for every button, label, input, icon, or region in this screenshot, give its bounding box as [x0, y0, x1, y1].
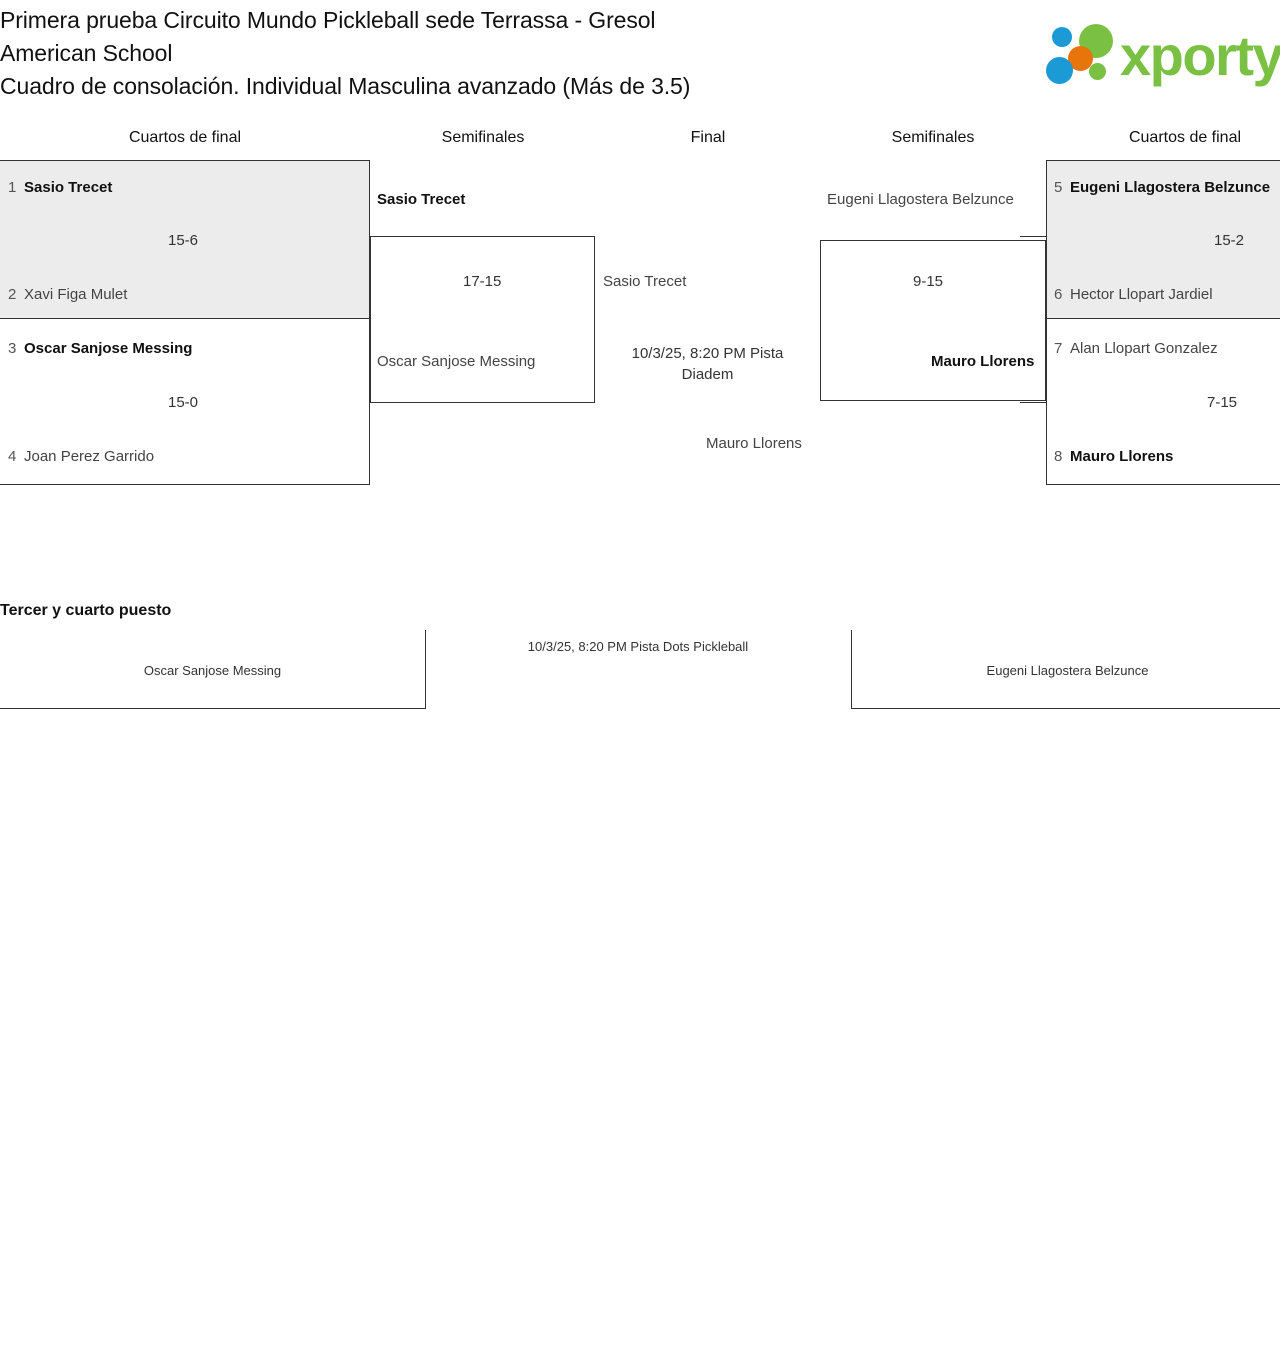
match-score-right-qf-2: 7-15: [1207, 394, 1238, 411]
round-label-final: Final: [690, 129, 726, 146]
seed-number: 3: [8, 340, 17, 357]
player-slot-seed-2: 2 Xavi Figa Mulet: [8, 285, 127, 305]
third-place-meta: 10/3/25, 8:20 PM Pista Dots Pickleball: [527, 639, 749, 654]
title-line-3: Cuadro de consolación. Individual Mascul…: [0, 73, 691, 99]
round-label-right-quarterfinals: Cuartos de final: [1128, 129, 1242, 146]
match-score-right-semifinal: 9-15: [913, 273, 944, 290]
player-slot-seed-6: 6 Hector Llopart Jardiel: [1054, 285, 1213, 305]
final-player-top: Sasio Trecet: [603, 273, 687, 290]
final-meta-line-1: 10/3/25, 8:20 PM Pista: [631, 345, 784, 362]
seed-number: 8: [1054, 448, 1063, 465]
title-line-1: Primera prueba Circuito Mundo Pickleball…: [0, 7, 656, 33]
seed-number: 5: [1054, 179, 1063, 196]
match-score-right-qf-1: 15-2: [1214, 232, 1245, 249]
page-title: Primera prueba Circuito Mundo Pickleball…: [0, 4, 980, 103]
player-name: Joan Perez Garrido: [24, 448, 155, 465]
bracket-canvas: Cuartos de final Semifinales Final Semif…: [0, 129, 1280, 709]
connector-right-qf2-to-sf: [1020, 402, 1047, 403]
match-box-left-qf-2[interactable]: [0, 318, 370, 485]
final-match-meta: 10/3/25, 8:20 PM Pista Diadem: [610, 343, 805, 385]
seed-number: 6: [1054, 286, 1063, 303]
seed-number: 4: [8, 448, 17, 465]
player-name: Sasio Trecet: [24, 179, 113, 196]
xporty-logo[interactable]: xporty: [1044, 20, 1280, 92]
round-label-left-quarterfinals: Cuartos de final: [128, 129, 242, 146]
third-place-player-left: Oscar Sanjose Messing: [143, 663, 282, 678]
final-player-bottom: Mauro Llorens: [706, 435, 802, 452]
match-box-left-semifinal[interactable]: [370, 236, 595, 403]
seed-number: 2: [8, 286, 17, 303]
match-score-left-semifinal: 17-15: [463, 273, 502, 290]
logo-dot-green-small: [1089, 63, 1106, 80]
logo-wordmark: xporty: [1120, 24, 1280, 87]
advancing-player-left-sf-bottom: Oscar Sanjose Messing: [377, 353, 536, 370]
third-place-box-left[interactable]: [0, 630, 426, 709]
advancing-player-left-sf-top: Sasio Trecet: [377, 191, 466, 208]
player-slot-seed-4: 4 Joan Perez Garrido: [8, 447, 154, 467]
match-box-right-qf-1[interactable]: [1046, 160, 1280, 319]
third-place-player-right: Eugeni Llagostera Belzunce: [986, 663, 1149, 678]
logo-dot-blue-small: [1052, 27, 1072, 47]
player-slot-seed-7: 7 Alan Llopart Gonzalez: [1054, 339, 1218, 359]
match-score-left-qf-1: 15-6: [168, 232, 199, 249]
page-header: Primera prueba Circuito Mundo Pickleball…: [0, 0, 1280, 112]
round-label-right-semifinals: Semifinales: [891, 129, 975, 146]
match-box-right-semifinal[interactable]: [820, 240, 1046, 401]
match-score-left-qf-2: 15-0: [168, 394, 199, 411]
player-slot-seed-8: 8 Mauro Llorens: [1054, 447, 1173, 467]
player-name: Alan Llopart Gonzalez: [1070, 340, 1218, 357]
player-name: Oscar Sanjose Messing: [24, 340, 193, 357]
player-slot-seed-5: 5 Eugeni Llagostera Belzunce: [1054, 178, 1270, 198]
connector-right-qf1-to-sf: [1020, 236, 1047, 237]
player-slot-seed-3: 3 Oscar Sanjose Messing: [8, 339, 192, 359]
match-box-right-qf-2[interactable]: [1046, 318, 1280, 485]
advancing-player-right-sf-top: Eugeni Llagostera Belzunce: [827, 191, 1014, 208]
player-name: Xavi Figa Mulet: [24, 286, 128, 303]
player-slot-seed-1: 1 Sasio Trecet: [8, 178, 112, 198]
player-name: Eugeni Llagostera Belzunce: [1070, 179, 1271, 196]
match-box-left-qf-1[interactable]: [0, 160, 370, 319]
player-name: Mauro Llorens: [1070, 448, 1174, 465]
seed-number: 7: [1054, 340, 1063, 357]
logo-dot-blue-large: [1046, 57, 1073, 84]
title-line-2: American School: [0, 40, 173, 66]
player-name: Hector Llopart Jardiel: [1070, 286, 1213, 303]
advancing-player-right-sf-bottom: Mauro Llorens: [931, 353, 1035, 370]
third-place-box-right[interactable]: [851, 630, 1280, 709]
logo-dots-icon: [1044, 24, 1130, 88]
seed-number: 1: [8, 179, 17, 196]
final-meta-line-2: Diadem: [681, 366, 734, 383]
round-label-left-semifinals: Semifinales: [441, 129, 525, 146]
third-place-title: Tercer y cuarto puesto: [0, 602, 172, 619]
